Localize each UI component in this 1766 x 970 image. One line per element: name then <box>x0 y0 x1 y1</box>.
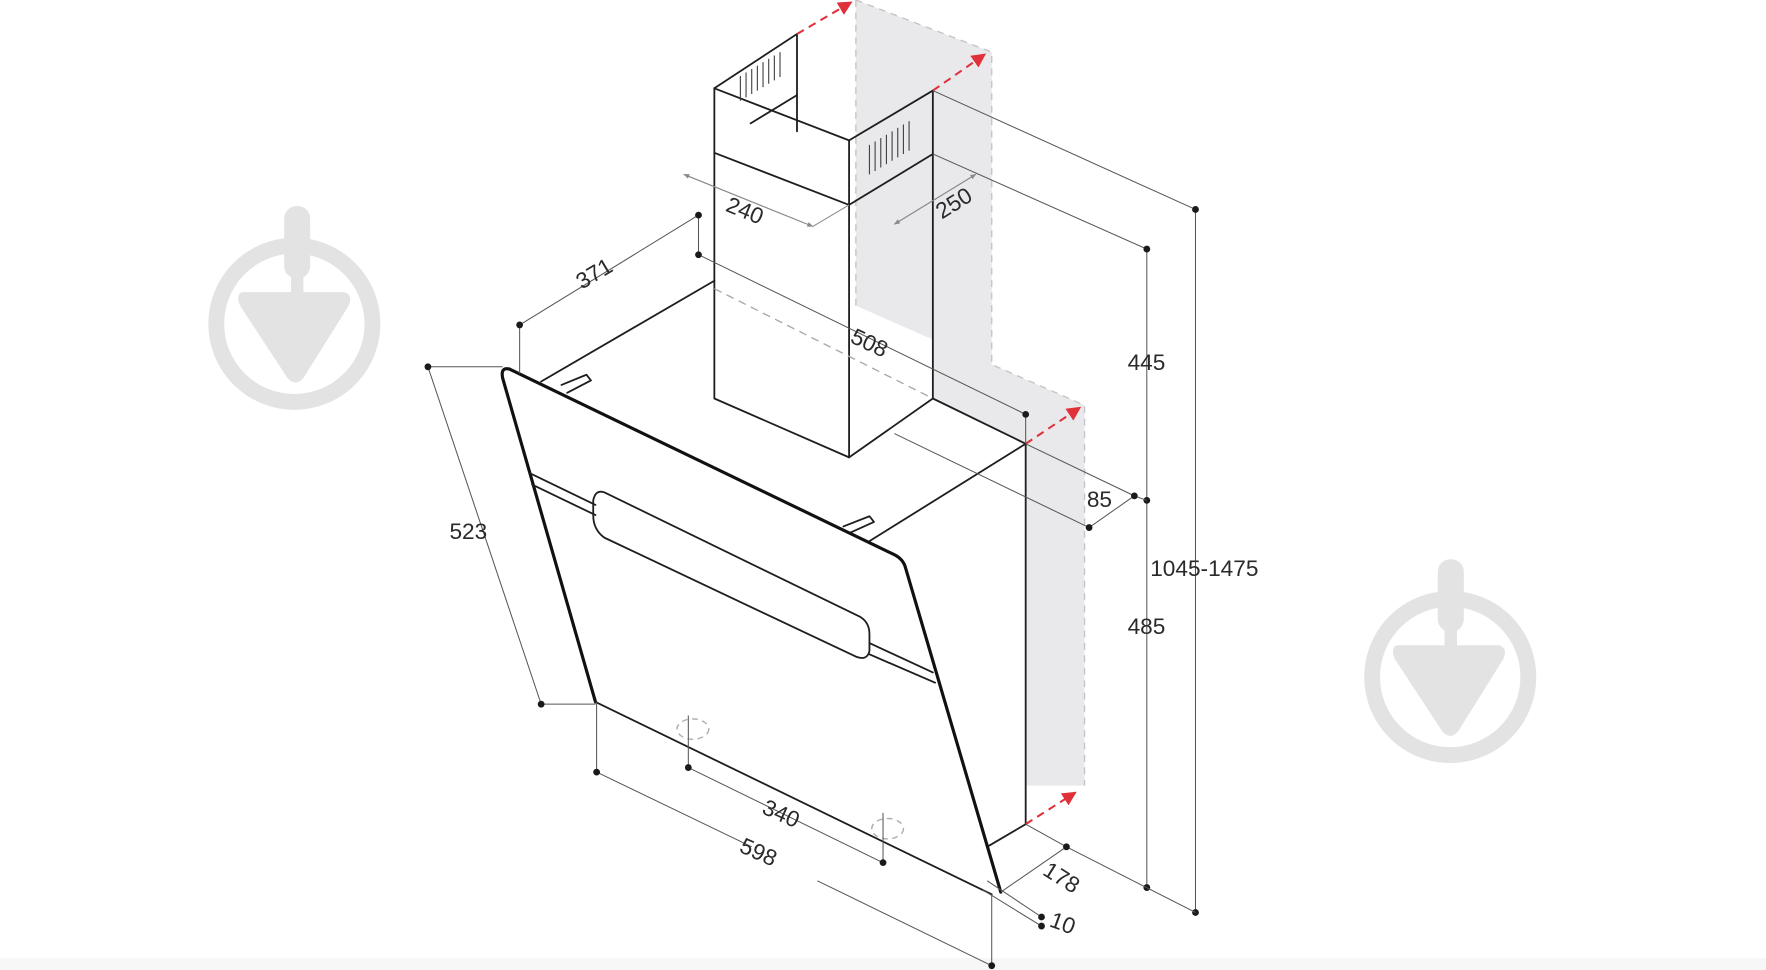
dimension-lines <box>424 90 1199 970</box>
label-hood-depth-total: 508 <box>847 324 892 363</box>
bottom-strip <box>0 958 1766 970</box>
vent-slots-right <box>868 121 910 175</box>
front-glass-panel <box>500 367 1003 896</box>
wall-shading <box>855 0 1086 786</box>
label-wall-offset: 85 <box>1087 487 1112 512</box>
watermark-logo-right <box>1364 559 1537 764</box>
label-glass-thickness: 10 <box>1047 907 1079 939</box>
vent-slots-left <box>739 52 781 101</box>
label-bottom-depth: 178 <box>1039 857 1084 898</box>
chimney-upper <box>713 33 934 206</box>
label-chimney-height-upper: 445 <box>1128 350 1166 375</box>
label-hood-top-depth: 371 <box>572 253 617 294</box>
watermark-logo-left <box>208 206 381 410</box>
label-hood-body-height: 485 <box>1128 614 1166 639</box>
dimension-labels: 240 250 371 508 523 445 1045-1475 485 85… <box>449 183 1258 940</box>
label-chimney-width: 240 <box>723 192 767 229</box>
label-hood-width: 598 <box>736 833 781 871</box>
airflow-arrows <box>796 1 1082 826</box>
label-front-panel-height: 523 <box>449 519 487 544</box>
label-total-height-range: 1045-1475 <box>1150 556 1258 581</box>
